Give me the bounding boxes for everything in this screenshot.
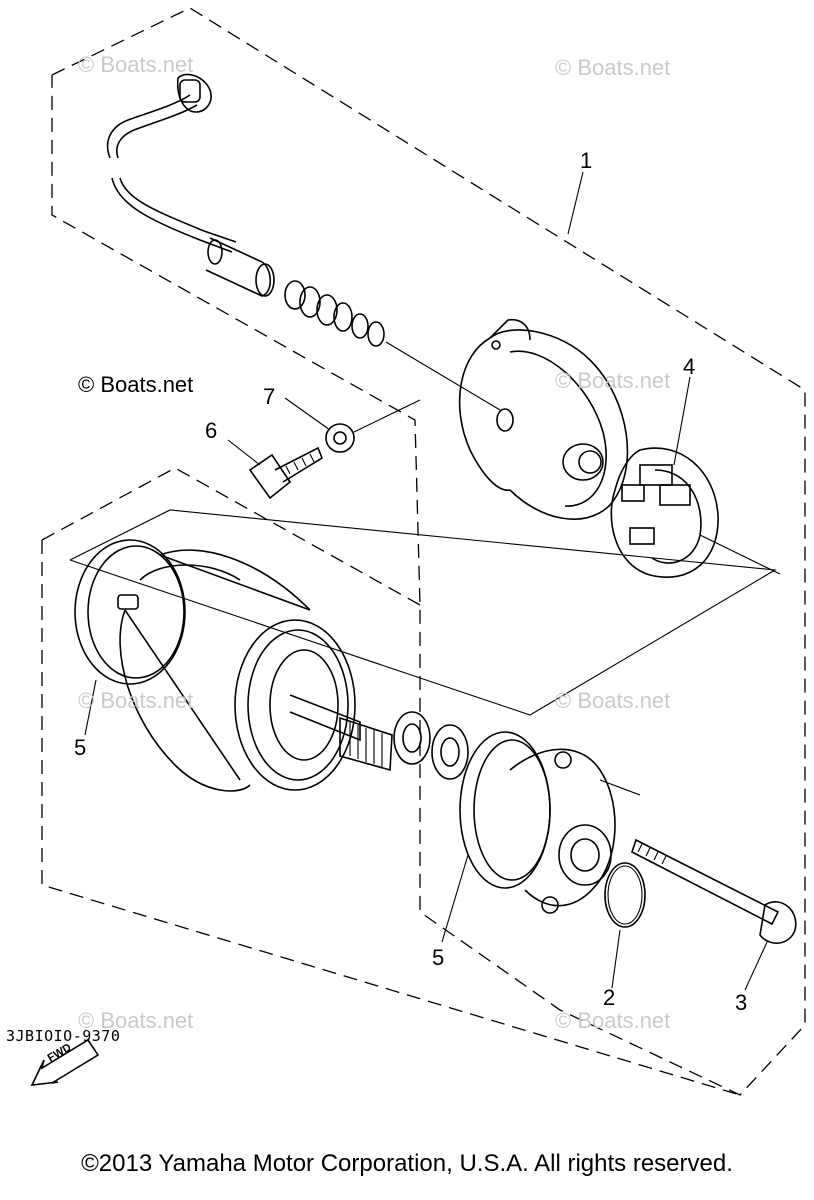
upper-assembly-boundary: [51, 7, 806, 1096]
callout-leader-1: [567, 171, 584, 235]
lower-assembly-boundary-left: [41, 540, 741, 1096]
armature-shaft: [289, 694, 393, 772]
front-cover-part: [459, 731, 641, 914]
callout-leader-4: [673, 376, 691, 466]
o-ring-part-left: [74, 539, 186, 685]
lower-assembly-boundary: [41, 467, 421, 606]
watermark: © Boats.net: [78, 688, 194, 713]
watermark: © Boats.net: [555, 368, 671, 393]
callout-5-left: 5: [74, 735, 87, 760]
callout-leader-2: [611, 929, 621, 989]
rear-cover-part: [458, 318, 629, 520]
callout-1: 1: [580, 148, 593, 173]
callout-6: 6: [205, 418, 218, 443]
fwd-arrow-icon: [30, 1038, 100, 1086]
copyright-notice: ©2013 Yamaha Motor Corporation, U.S.A. A…: [81, 1150, 733, 1177]
callout-7: 7: [263, 384, 276, 409]
through-bolt-part-3: [631, 838, 797, 944]
callout-leader-6: [227, 439, 261, 466]
watermark: © Boats.net: [78, 1008, 194, 1033]
o-ring-part-2: [604, 862, 646, 928]
callout-4: 4: [683, 354, 696, 379]
watermark-prominent: © Boats.net: [78, 372, 194, 397]
lead-wire-part: [106, 73, 275, 297]
shaft-washers: [393, 711, 469, 780]
callout-leader-5-right: [441, 854, 469, 943]
bolt-part-6: [248, 446, 323, 500]
diagram-code: 3JBIOIO-9370: [6, 1027, 121, 1045]
callout-2: 2: [603, 985, 616, 1010]
watermark: © Boats.net: [555, 55, 671, 80]
callout-5-right: 5: [432, 945, 445, 970]
yoke-armature-part: [117, 549, 356, 792]
terminal-bushing-stack: [284, 280, 501, 411]
callout-leader-7: [284, 397, 331, 431]
watermark: © Boats.net: [555, 688, 671, 713]
washer-part-7: [325, 399, 421, 453]
callout-leader-5-left: [84, 679, 97, 736]
inner-subassembly-outline: [69, 509, 777, 716]
callout-3: 3: [735, 990, 748, 1015]
watermark: © Boats.net: [78, 52, 194, 77]
brush-holder-part: [610, 447, 781, 578]
callout-leader-3: [744, 939, 769, 991]
watermark: © Boats.net: [555, 1008, 671, 1033]
